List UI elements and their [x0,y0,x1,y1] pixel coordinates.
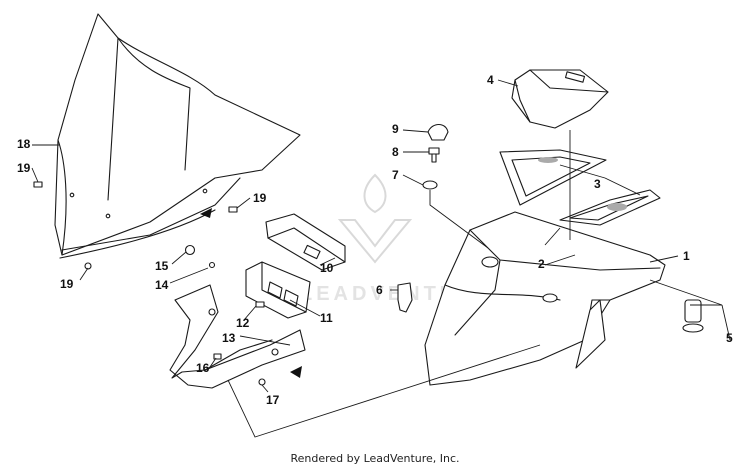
callout-2: 2 [538,257,545,271]
mount-bracket[interactable] [169,284,306,389]
side-panel-lower[interactable] [559,189,661,226]
switch-6[interactable] [397,282,413,313]
arrow-marker-2 [290,366,302,378]
callout-4: 4 [487,73,494,87]
screw-19-left[interactable] [33,181,43,188]
accessory-plug-5[interactable] [682,299,704,333]
callout-19b: 19 [253,191,267,205]
screw-12[interactable] [255,301,265,308]
callout-11: 11 [320,311,333,325]
callouts: 18 19 19 19 15 14 12 13 16 17 10 11 4 3 … [17,73,733,407]
screw-19-right[interactable] [228,206,238,213]
callout-5: 5 [726,331,733,345]
callout-3: 3 [594,177,601,191]
callout-6: 6 [376,283,383,297]
callout-8: 8 [392,145,399,159]
callout-16: 16 [196,361,210,375]
callout-18: 18 [17,137,31,151]
grommet-7[interactable] [422,180,438,190]
screw-19-bottom[interactable] [84,262,92,270]
render-credit: Rendered by LeadVenture, Inc. [290,452,460,465]
cap-9[interactable] [427,123,449,141]
leader-lines [31,79,731,438]
callout-7: 7 [392,168,399,182]
callout-13: 13 [222,331,236,345]
decal-2 [607,203,627,211]
storage-box[interactable] [511,69,609,129]
side-panel-upper[interactable] [499,149,607,206]
callout-12: 12 [236,316,250,330]
screw-16[interactable] [213,353,222,360]
rivet-17[interactable] [258,378,266,386]
washer-14[interactable] [208,261,216,269]
hood-assembly[interactable] [424,211,666,386]
callout-1: 1 [683,249,690,263]
windshield[interactable] [54,13,301,259]
callout-9: 9 [392,122,399,136]
callout-14: 14 [155,278,169,292]
arrow-marker [200,208,212,218]
callout-10: 10 [320,261,334,275]
callout-19a: 19 [17,161,31,175]
decal [538,157,558,163]
gauge-bracket[interactable] [245,261,311,319]
callout-15: 15 [155,259,169,273]
callout-17: 17 [266,393,280,407]
nut-15[interactable] [184,244,196,256]
bolt-8[interactable] [428,147,440,163]
instrument-module[interactable] [265,213,346,271]
callout-19c: 19 [60,277,74,291]
